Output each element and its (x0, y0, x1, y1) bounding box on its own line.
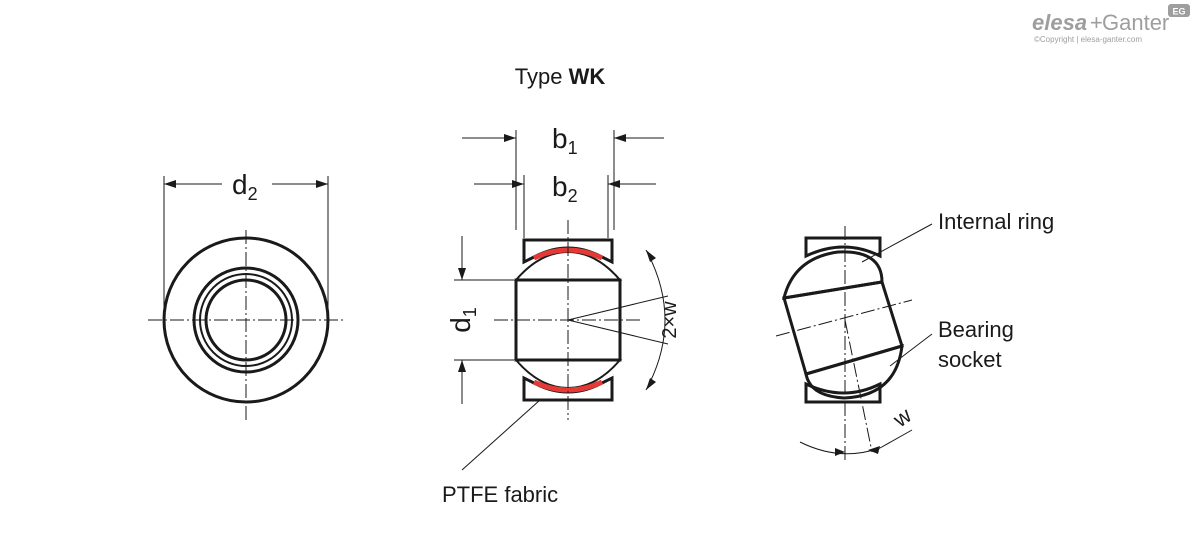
label-b1: b1 (552, 123, 578, 158)
label-internal-ring: Internal ring (938, 209, 1054, 234)
front-view: d2 (148, 169, 344, 420)
label-socket: socket (938, 347, 1002, 372)
logo-badge (1168, 4, 1190, 17)
label-w: w (888, 402, 916, 432)
label-2xw: 2×w (659, 301, 681, 339)
label-b2: b2 (552, 171, 578, 206)
label-d2: d2 (232, 169, 258, 204)
logo-brand-right: Ganter (1102, 10, 1169, 35)
diagram-title: Type WK (515, 64, 606, 89)
label-bearing: Bearing (938, 317, 1014, 342)
logo-plus: + (1090, 10, 1103, 35)
label-d1: d1 (445, 307, 480, 333)
logo-brand-left: elesa (1032, 10, 1087, 35)
logo-badge-text: EG (1172, 7, 1185, 17)
logo-copyright: ©Copyright | elesa-ganter.com (1034, 35, 1142, 44)
section-view: 2×w b1 b2 d1 PTFE fabric (442, 123, 681, 507)
label-ptfe-fabric: PTFE fabric (442, 482, 558, 507)
tilted-view: w Internal ring Bearing socket (775, 209, 1054, 460)
elesa-ganter-logo: elesa + Ganter EG ©Copyright | elesa-gan… (1032, 4, 1190, 44)
